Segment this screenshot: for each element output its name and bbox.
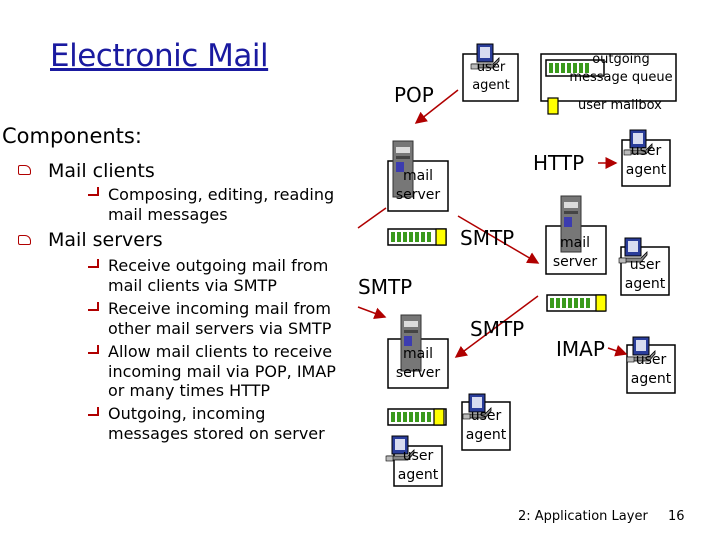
imap-label: IMAP (556, 337, 605, 361)
bullet-mail-servers: Mail servers (48, 229, 163, 251)
smtp-top-label: SMTP (460, 226, 515, 250)
http-label: HTTP (533, 151, 585, 175)
mail-servers-detail-2: Receive incoming mail from other mail se… (108, 299, 332, 338)
mail-clients-detail: Composing, editing, reading mail message… (108, 185, 335, 224)
components-heading: Components: (2, 124, 142, 148)
sub-bullet-marker (88, 407, 99, 416)
mail-servers-detail-3: Allow mail clients to receive incoming m… (108, 342, 336, 400)
footer-label: 2: Application Layer (518, 509, 648, 524)
sub-bullet-marker (88, 345, 99, 354)
bullet-marker (18, 165, 31, 175)
bullet-mail-clients: Mail clients (48, 160, 155, 182)
mail-servers-detail-1: Receive outgoing mail from mail clients … (108, 256, 329, 295)
slide-title: Electronic Mail (50, 38, 269, 74)
bullet-marker (18, 235, 31, 245)
pop-label: POP (394, 83, 434, 107)
sub-bullet-marker (88, 259, 99, 268)
sub-bullet-marker (88, 302, 99, 311)
sub-bullet-marker (88, 187, 99, 196)
legend-mailbox-label: user mailbox (578, 98, 662, 113)
smtp-left-label: SMTP (358, 275, 413, 299)
smtp-bottom-label: SMTP (470, 317, 525, 341)
mail-servers-detail-4: Outgoing, incoming messages stored on se… (108, 404, 325, 443)
page-number: 16 (668, 509, 685, 524)
